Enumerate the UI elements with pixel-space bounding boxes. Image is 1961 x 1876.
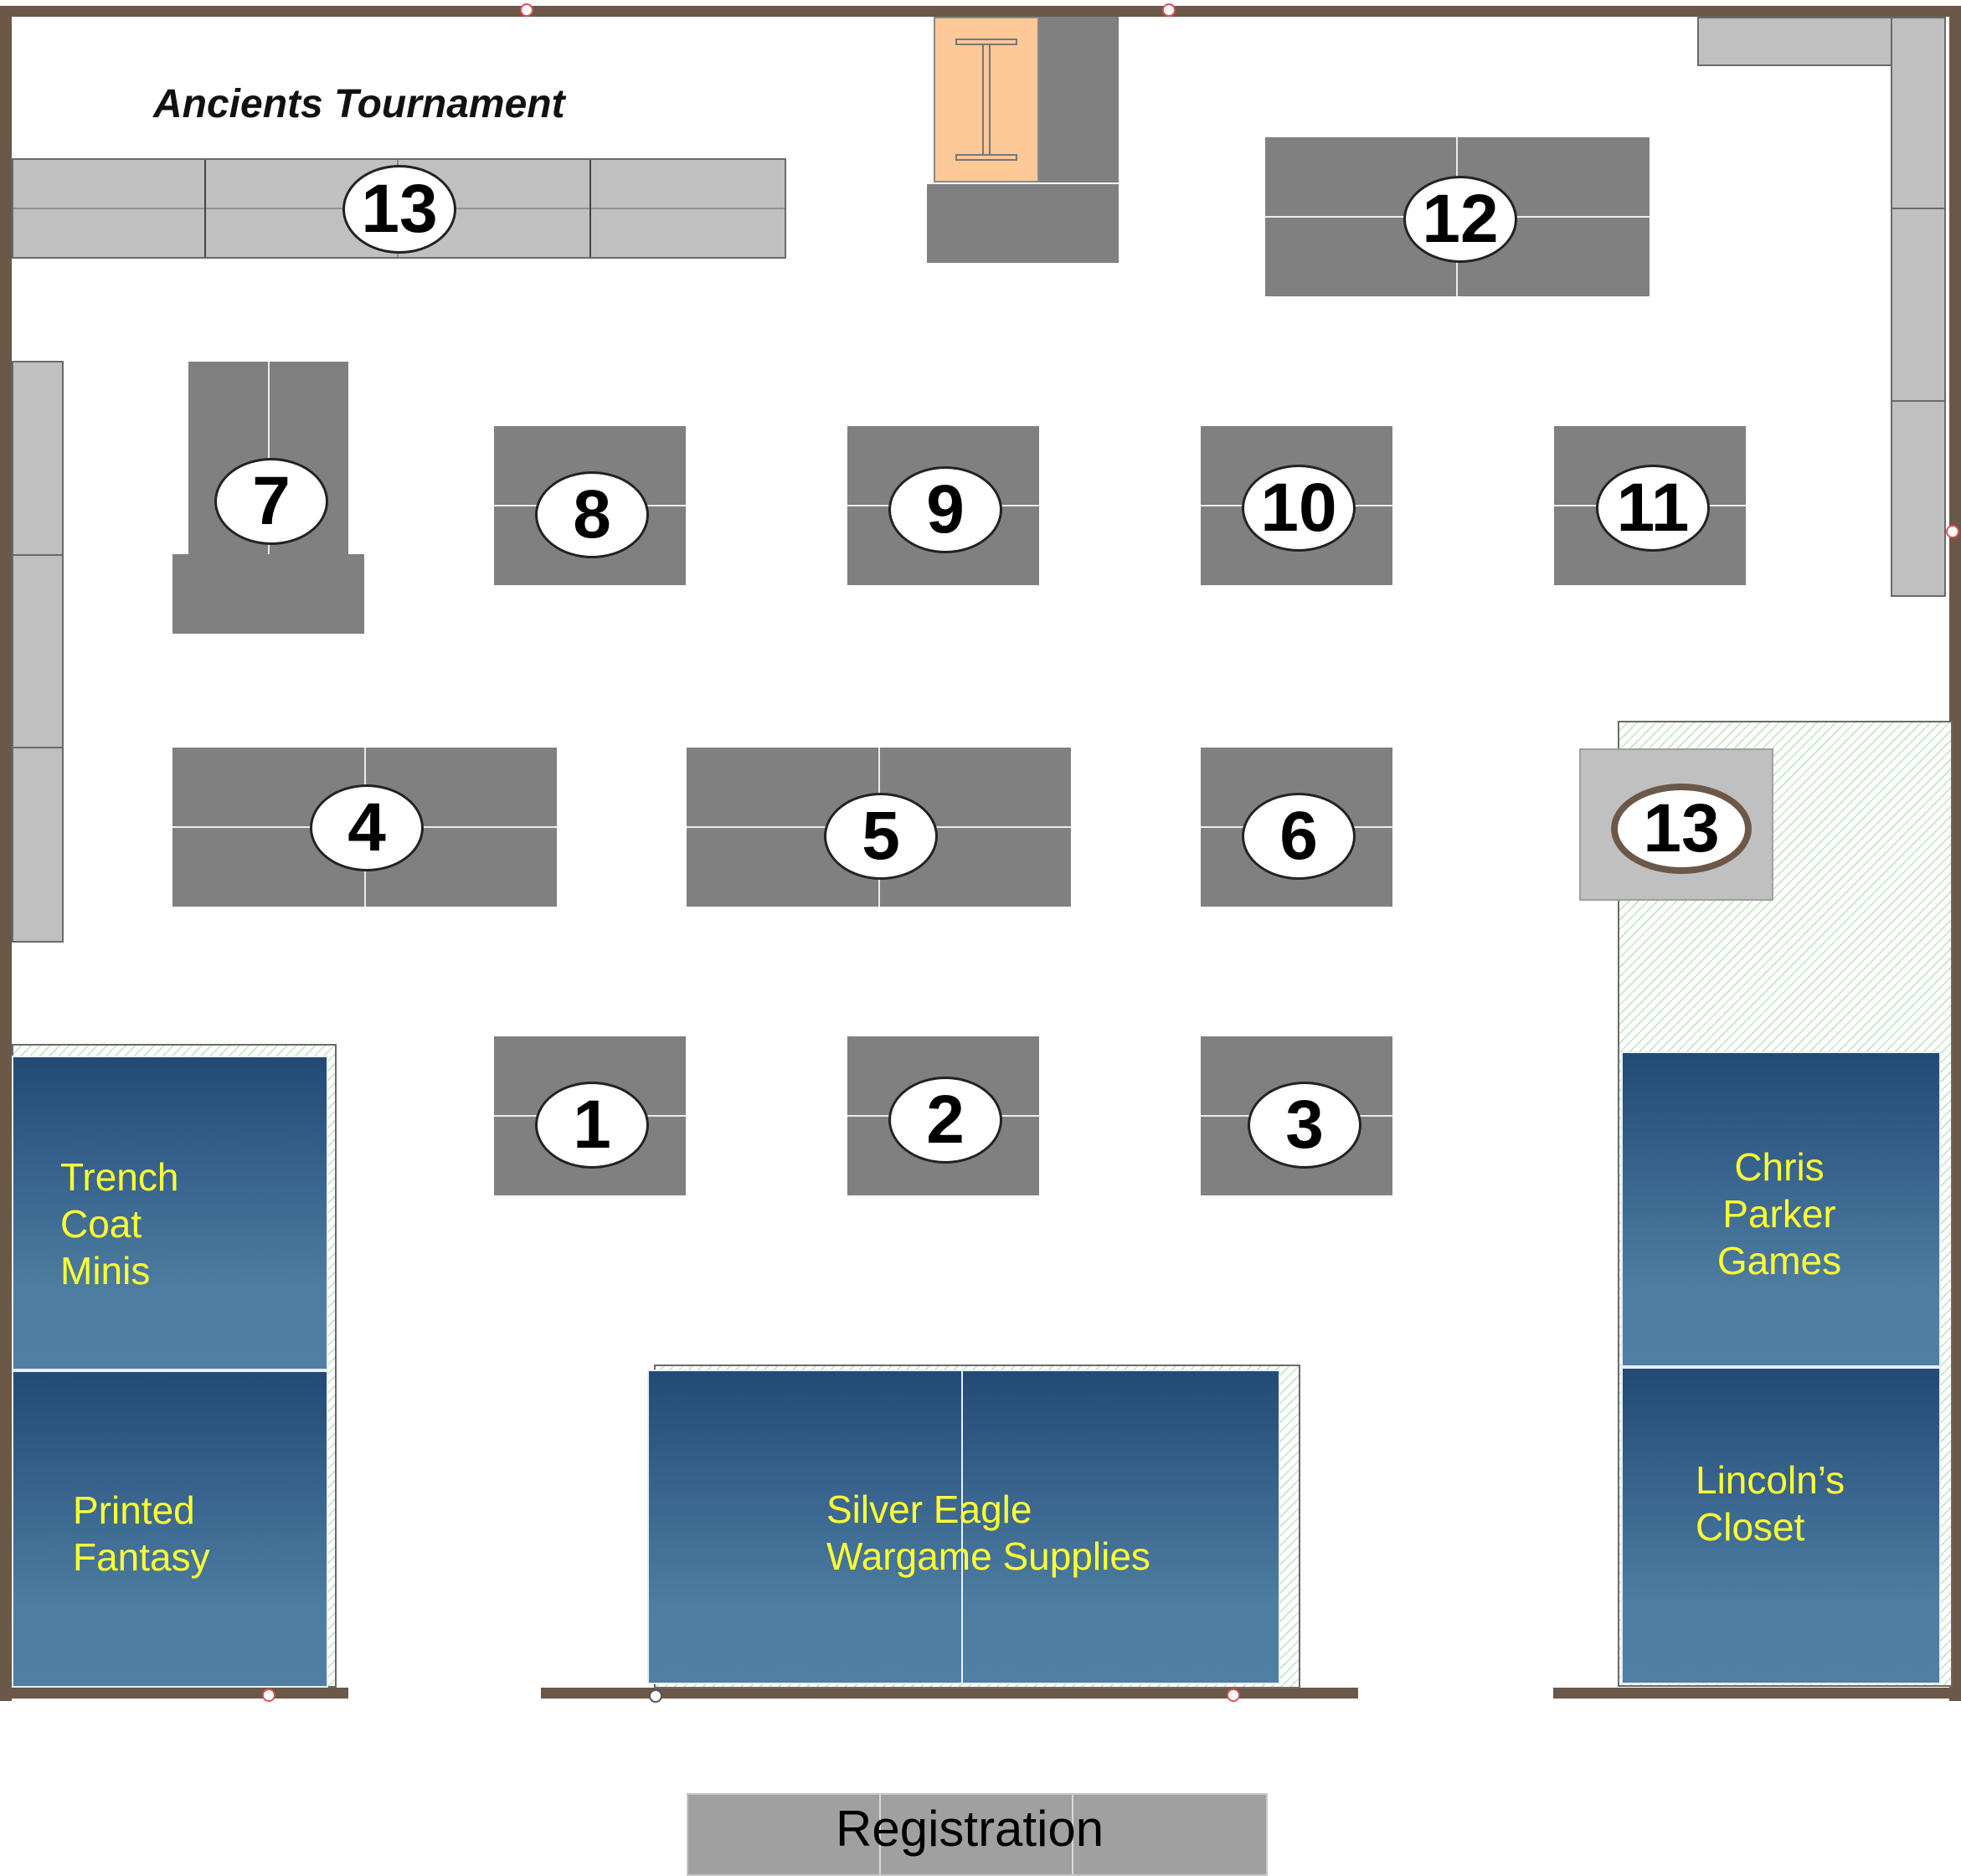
registration-table[interactable] [687,1793,1268,1876]
wall-top [0,6,1961,17]
wall-bottom-middle [541,1688,1358,1699]
table-number-badge: 10 [1242,465,1356,552]
table-number-badge: 1 [535,1082,649,1169]
vendor-label: Silver Eagle Wargame Supplies [826,1488,1150,1578]
door-marker [1946,525,1959,538]
door-marker [1162,3,1176,17]
vendor-label: Printed Fantasy [73,1488,210,1579]
table-number-badge: 12 [1403,176,1517,263]
vendor-lincolns-closet[interactable] [1621,1367,1941,1684]
wall-shelf-top [1697,17,1895,66]
registration-label: Registration [836,1801,1104,1857]
wall-shelf-right [1891,17,1946,597]
table-number-badge: 6 [1242,793,1356,880]
vendor-label: Chris Parker Games [1717,1145,1842,1282]
vendor-label: Lincoln’s Closet [1696,1458,1845,1549]
vendor-label: Trench Coat Minis [60,1155,179,1293]
vendor-trench-coat-minis[interactable] [12,1056,328,1370]
table-number-badge: 2 [888,1077,1002,1164]
table-number-badge: 3 [1248,1082,1361,1169]
table-number-badge: 4 [310,784,424,871]
table-number-badge: 5 [824,793,938,880]
table-number-badge: 8 [535,471,649,558]
vendor-silver-eagle[interactable] [647,1370,1280,1684]
wall-bottom-left [0,1688,348,1699]
table-number-badge-highlighted: 13 [1611,784,1752,874]
pillar [934,17,1039,182]
table-block-top-center-lower [927,184,1119,263]
wall-left [0,6,12,1701]
table-number-badge: 9 [888,466,1002,553]
door-marker [520,3,533,17]
pillar-icon [955,39,1017,161]
table-number-badge: 7 [214,458,328,545]
table-number-badge: 13 [342,165,456,254]
table-7-base [172,554,364,634]
vendor-chris-parker-games[interactable] [1621,1051,1941,1367]
door-marker [649,1689,662,1703]
table-block-top-center [1039,17,1119,182]
table-number-badge: 11 [1596,465,1710,552]
door-marker [262,1688,275,1702]
wall-bottom-right [1553,1688,1961,1699]
vendor-printed-fantasy[interactable] [12,1370,328,1688]
door-marker [1227,1688,1240,1702]
wall-shelf-left [12,361,64,943]
tournament-title: Ancients Tournament [153,82,565,126]
